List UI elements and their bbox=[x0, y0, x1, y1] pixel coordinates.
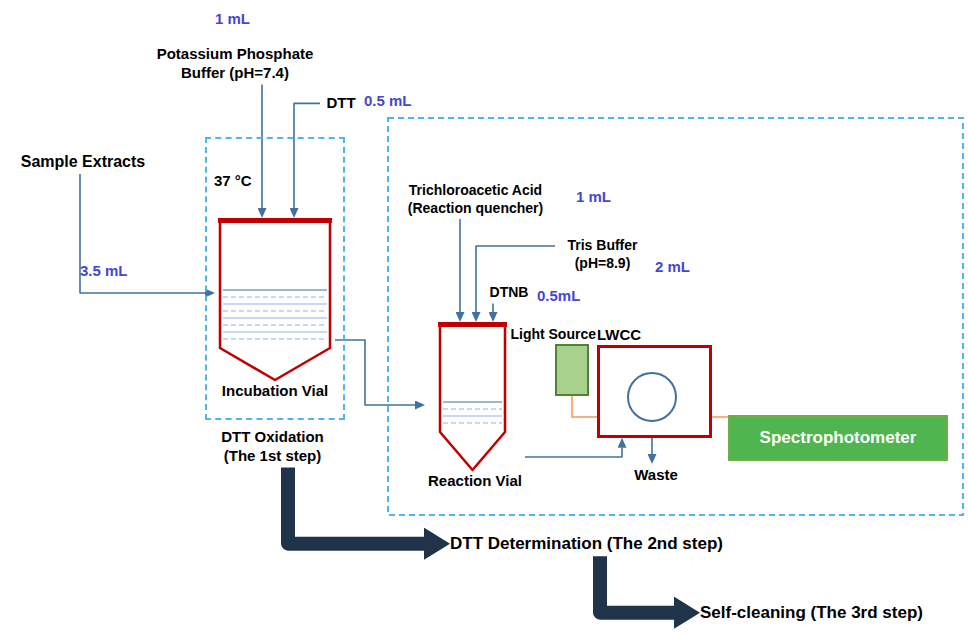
node-text: Spectrophotometer bbox=[760, 427, 917, 448]
volume-label: 1 mL bbox=[576, 188, 611, 206]
text-node: Waste bbox=[626, 464, 686, 487]
liquid-line bbox=[443, 415, 502, 416]
node-text: DTT bbox=[320, 94, 362, 113]
node-text: DTNB bbox=[484, 284, 534, 302]
node-text: Sample Extracts bbox=[8, 152, 158, 172]
node-text: Waste bbox=[626, 466, 686, 485]
lwcc-box bbox=[597, 345, 712, 438]
dashed-region-outline bbox=[388, 118, 963, 515]
node-text: Tris Buffer (pH=8.9) bbox=[555, 237, 650, 272]
node-text: DTT Oxidation (The 1st step) bbox=[208, 428, 338, 466]
node-text: Potassium Phosphate Buffer (pH=7.4) bbox=[150, 45, 320, 83]
volume-label: 3.5 mL bbox=[80, 262, 128, 280]
text-node: DTNB bbox=[484, 282, 534, 304]
liquid-line bbox=[443, 401, 502, 402]
flow-arrow bbox=[261, 85, 263, 209]
optical-fiber bbox=[712, 416, 728, 418]
flow-arrow bbox=[335, 340, 415, 405]
vial-node: Reaction Vial bbox=[425, 322, 525, 491]
text-node: Self-cleaning (The 3rd step) bbox=[700, 600, 923, 625]
capillary-coil bbox=[628, 373, 676, 421]
liquid-line bbox=[223, 289, 327, 290]
vial-node: Incubation Vial bbox=[215, 218, 335, 401]
liquid-line bbox=[443, 422, 502, 423]
liquid-line bbox=[443, 408, 502, 409]
flow-arrow bbox=[525, 448, 622, 457]
volume-label: 0.5 mL bbox=[364, 92, 412, 110]
flow-arrow bbox=[651, 438, 653, 454]
vial-cap bbox=[438, 322, 507, 327]
flow-arrow bbox=[294, 103, 320, 208]
liquid-line bbox=[223, 310, 327, 311]
light-source-rect bbox=[556, 345, 588, 395]
spectro-node: Spectrophotometer bbox=[728, 415, 948, 461]
lwcc-node: LWCC bbox=[597, 326, 712, 438]
light-source-box bbox=[510, 344, 596, 396]
liquid-line bbox=[223, 331, 327, 332]
region-heading: DTT Oxidation (The 1st step) bbox=[208, 428, 338, 468]
liquid-line bbox=[223, 303, 327, 304]
flow-arrow bbox=[459, 219, 461, 312]
liquid-line bbox=[223, 317, 327, 318]
volume-label: 2 mL bbox=[655, 258, 690, 276]
node-text: Light Source bbox=[510, 326, 596, 344]
text-node: Tris Buffer (pH=8.9) bbox=[555, 235, 650, 274]
vial-shape bbox=[425, 322, 525, 472]
node-text: Incubation Vial bbox=[215, 382, 335, 401]
light-node: Light Source bbox=[510, 326, 596, 396]
vial-shape bbox=[215, 218, 335, 382]
vial-cap bbox=[218, 218, 332, 223]
step-arrow bbox=[600, 556, 674, 612]
flow-arrow bbox=[492, 304, 494, 313]
liquid-line bbox=[223, 324, 327, 325]
text-node: Potassium Phosphate Buffer (pH=7.4) bbox=[150, 43, 320, 85]
temperature-label: 37 °C bbox=[214, 172, 252, 190]
node-text: DTT Determination (The 2nd step) bbox=[450, 533, 723, 554]
liquid-line bbox=[223, 338, 327, 339]
node-text: Reaction Vial bbox=[425, 472, 525, 491]
text-node: Trichloroacetic Acid (Reaction quencher) bbox=[393, 180, 558, 219]
text-node: DTT bbox=[320, 92, 362, 115]
step-arrow bbox=[288, 468, 424, 544]
node-text: LWCC bbox=[597, 326, 712, 345]
node-text: Self-cleaning (The 3rd step) bbox=[700, 602, 923, 623]
lwcc-rect bbox=[599, 346, 711, 436]
volume-label: 1 mL bbox=[215, 10, 250, 28]
text-node: Sample Extracts bbox=[8, 150, 158, 174]
flow-arrow bbox=[80, 174, 205, 293]
volume-label: 0.5mL bbox=[537, 287, 580, 305]
optical-fiber bbox=[572, 396, 597, 418]
text-node: DTT Determination (The 2nd step) bbox=[450, 531, 723, 556]
liquid-line bbox=[223, 296, 327, 297]
vial-outline bbox=[440, 322, 505, 470]
vial-outline bbox=[220, 218, 330, 380]
node-text: Trichloroacetic Acid (Reaction quencher) bbox=[393, 182, 558, 217]
